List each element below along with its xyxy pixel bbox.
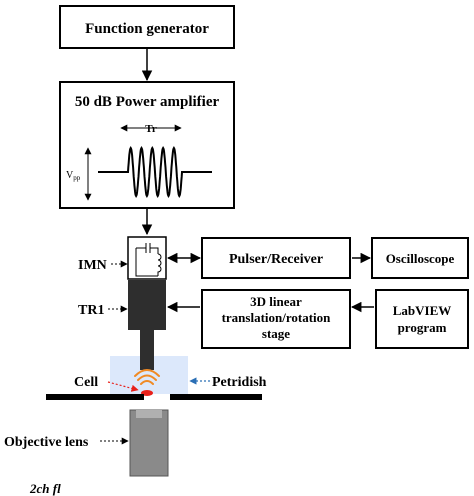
transducer-immersed-tip [140,356,154,370]
stage-plate-right [170,394,262,400]
stage-box: 3D linear translation/rotation stage [201,289,351,349]
objective-lens-top [136,410,162,418]
function-generator-label: Function generator [85,21,209,37]
cell-label: Cell [74,375,98,390]
labview-label-line1: LabVIEW [393,303,452,318]
transducer-body [128,280,166,330]
burst-waveform [98,146,212,198]
stage-label-line3: stage [262,326,290,341]
function-generator-box: Function generator [59,5,235,49]
imn-label: IMN [78,258,107,273]
stage-label-line1: 3D linear [250,294,302,309]
oscilloscope-label: Oscilloscope [386,251,455,266]
stage-label-line2: translation/rotation [222,310,332,325]
objective-lens-icon [129,409,169,477]
bottom-caption: 2ch fl [29,481,61,496]
power-amplifier-label: 50 dB Power amplifier [75,94,220,110]
tr1-label: TR1 [78,303,104,318]
matching-circuit-icon [135,243,162,277]
tr-label: Tr [145,123,157,135]
vpp-label: Vpp [66,170,81,182]
imn-box [127,236,167,280]
petridish-label: Petridish [212,375,267,390]
power-amplifier-box: 50 dB Power amplifier Tr Vpp [59,81,235,209]
labview-label-line2: program [398,320,447,335]
oscilloscope-box: Oscilloscope [371,237,469,279]
stage-plate-left [46,394,144,400]
objective-lens-label: Objective lens [4,435,89,450]
pulser-receiver-box: Pulser/Receiver [201,237,351,279]
labview-box: LabVIEW program [375,289,469,349]
ultrasound-wave-icon [134,369,160,385]
pulser-receiver-label: Pulser/Receiver [229,252,323,267]
cell-pointer [107,381,139,392]
